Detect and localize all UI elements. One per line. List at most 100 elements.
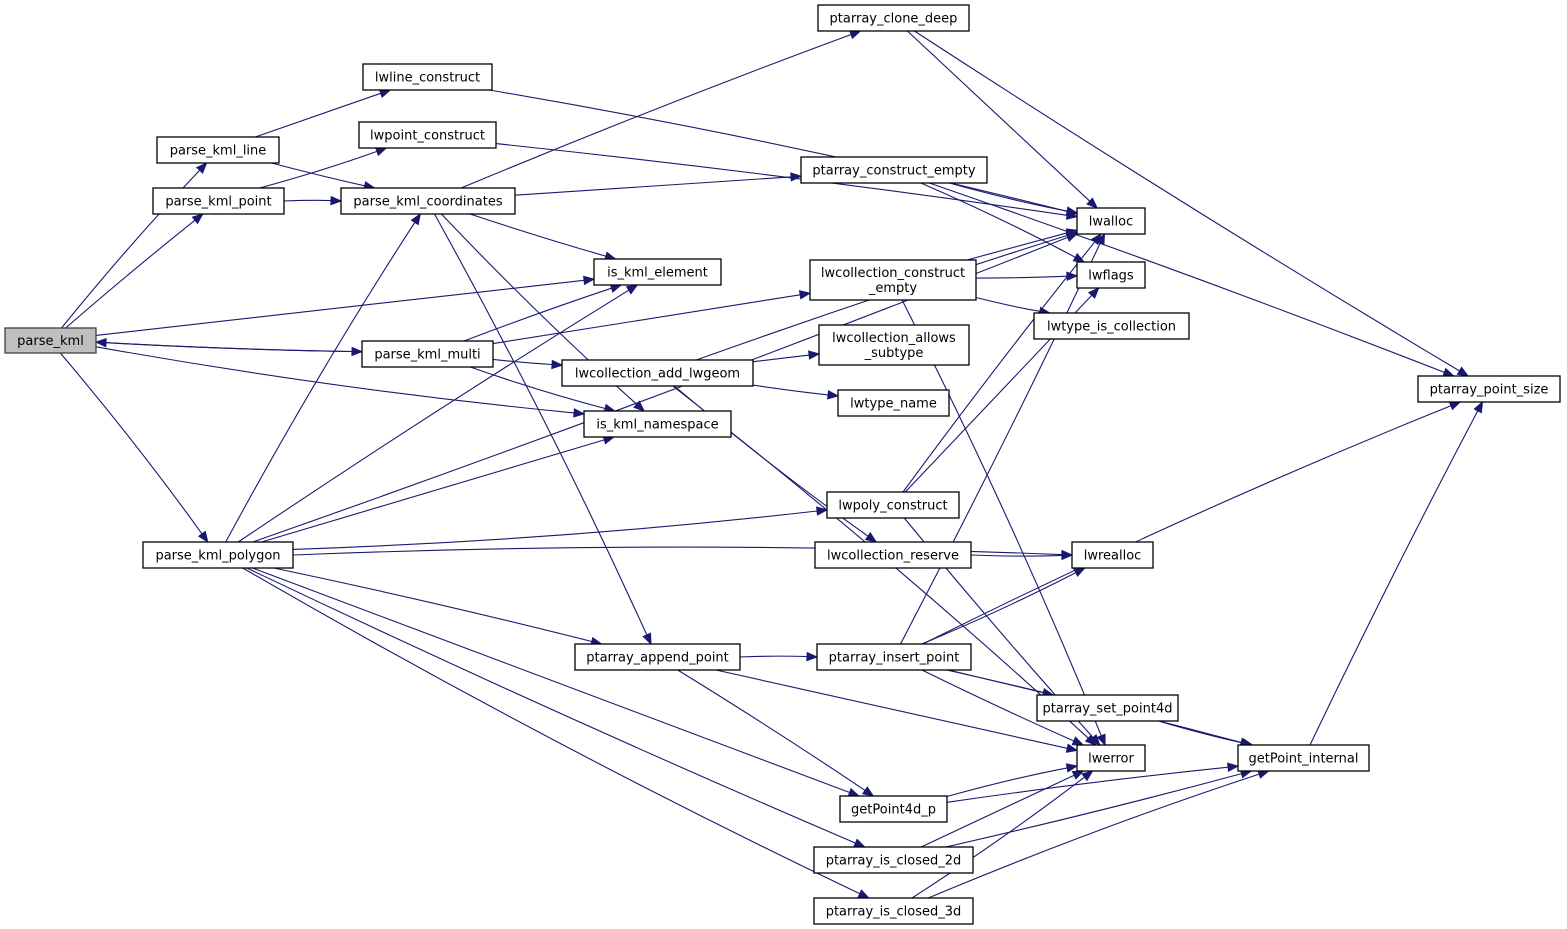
node-ptarray_point_size[interactable]: ptarray_point_size bbox=[1417, 375, 1561, 403]
node-label: lwcollection_construct bbox=[821, 266, 965, 281]
node-label: parse_kml_polygon bbox=[155, 549, 280, 564]
node-label: lwrealloc bbox=[1084, 549, 1142, 564]
node-label: ptarray_point_size bbox=[1430, 383, 1549, 398]
node-label: ptarray_insert_point bbox=[829, 651, 960, 666]
edge-line bbox=[255, 92, 381, 138]
node-label: lwflags bbox=[1088, 269, 1134, 284]
node-label: lwpoint_construct bbox=[370, 129, 485, 144]
node-parse_kml_coordinates[interactable]: parse_kml_coordinates bbox=[340, 187, 516, 215]
node-lwflags[interactable]: lwflags bbox=[1076, 261, 1146, 289]
node-ptarray_set_point4d[interactable]: ptarray_set_point4d bbox=[1036, 694, 1179, 722]
node-lwtype_is_collection[interactable]: lwtype_is_collection bbox=[1033, 312, 1190, 340]
edge-ptarray_clone_deep-to-ptarray_point_size bbox=[914, 30, 1470, 377]
node-label: lwpoly_construct bbox=[838, 499, 947, 514]
node-is_kml_element[interactable]: is_kml_element bbox=[593, 258, 722, 286]
node-ptarray_is_closed_2d[interactable]: ptarray_is_closed_2d bbox=[813, 846, 974, 874]
node-parse_kml_line[interactable]: parse_kml_line bbox=[156, 136, 280, 164]
arrowhead-icon bbox=[1086, 197, 1099, 209]
edge-ptarray_construct_empty-to-ptarray_point_size bbox=[929, 182, 1455, 377]
node-lwalloc[interactable]: lwalloc bbox=[1076, 207, 1146, 235]
edge-parse_kml-to-parse_kml_point bbox=[65, 213, 204, 329]
edge-line bbox=[271, 162, 365, 187]
node-ptarray_clone_deep[interactable]: ptarray_clone_deep bbox=[817, 4, 970, 32]
edge-line bbox=[434, 213, 648, 636]
node-box bbox=[142, 541, 294, 569]
node-box bbox=[358, 121, 497, 149]
node-lwcollection_add_lwgeom[interactable]: lwcollection_add_lwgeom bbox=[561, 359, 754, 387]
edge-line bbox=[921, 669, 1075, 742]
node-ptarray_construct_empty[interactable]: ptarray_construct_empty bbox=[800, 156, 988, 184]
node-box bbox=[362, 63, 493, 91]
node-lwpoint_construct[interactable]: lwpoint_construct bbox=[358, 121, 497, 149]
edge-ptarray_insert_point-to-ptarray_point_size bbox=[922, 401, 1462, 645]
edge-line bbox=[1158, 720, 1243, 744]
node-ptarray_is_closed_3d[interactable]: ptarray_is_closed_3d bbox=[813, 897, 974, 925]
edge-parse_kml_polygon-to-ptarray_is_closed_2d bbox=[246, 567, 866, 848]
node-label: lwcollection_add_lwgeom bbox=[575, 367, 740, 382]
edge-line bbox=[970, 554, 1063, 557]
edge-line bbox=[975, 275, 1068, 279]
node-ptarray_insert_point[interactable]: ptarray_insert_point bbox=[816, 643, 972, 671]
edge-ptarray_construct_empty-to-lwalloc bbox=[949, 182, 1079, 216]
edge-line bbox=[463, 287, 612, 342]
edge-line bbox=[949, 182, 1068, 212]
node-label: ptarray_is_closed_3d bbox=[826, 905, 962, 920]
edge-ptarray_append_point-to-lwerror bbox=[715, 669, 1079, 753]
edge-parse_kml_polygon-to-lwpoly_construct bbox=[292, 506, 829, 550]
node-label: lwerror bbox=[1088, 752, 1134, 767]
arrowhead-icon bbox=[1065, 206, 1079, 216]
edge-parse_kml_multi-to-lwcollection_construct_empty bbox=[492, 290, 812, 345]
edge-line bbox=[460, 33, 852, 189]
node-getPoint_internal[interactable]: getPoint_internal bbox=[1237, 744, 1370, 772]
node-lwrealloc[interactable]: lwrealloc bbox=[1071, 541, 1154, 569]
edge-line bbox=[273, 567, 592, 643]
edge-line bbox=[920, 182, 1076, 258]
node-getPoint4d_p[interactable]: getPoint4d_p bbox=[839, 795, 948, 823]
edge-line bbox=[237, 289, 630, 543]
edge-ptarray_is_closed_3d-to-getPoint_internal bbox=[928, 769, 1270, 899]
arrowhead-icon bbox=[1071, 736, 1085, 746]
node-is_kml_namespace[interactable]: is_kml_namespace bbox=[583, 410, 732, 438]
node-parse_kml_polygon[interactable]: parse_kml_polygon bbox=[142, 541, 294, 569]
edge-line bbox=[975, 296, 1040, 312]
node-parse_kml_point[interactable]: parse_kml_point bbox=[152, 187, 285, 215]
node-box bbox=[1071, 541, 1154, 569]
edge-parse_kml-to-is_kml_element bbox=[95, 275, 596, 336]
edge-lwpoint_construct-to-lwalloc bbox=[495, 143, 1079, 220]
edge-line bbox=[470, 366, 606, 410]
node-lwcollection_reserve[interactable]: lwcollection_reserve bbox=[814, 541, 972, 569]
edge-line bbox=[900, 242, 1101, 645]
edge-parse_kml_coordinates-to-ptarray_construct_empty bbox=[514, 172, 803, 196]
node-lwcollection_allows_subtype[interactable]: lwcollection_allows_subtype bbox=[818, 324, 970, 366]
arrowhead-icon bbox=[864, 532, 878, 543]
node-label: getPoint4d_p bbox=[851, 803, 936, 818]
node-box bbox=[1076, 744, 1146, 772]
node-lwpoly_construct[interactable]: lwpoly_construct bbox=[826, 491, 960, 519]
edge-line bbox=[752, 384, 829, 396]
node-label: ptarray_set_point4d bbox=[1043, 702, 1173, 717]
arrowhead-icon bbox=[410, 212, 422, 226]
node-box bbox=[839, 795, 948, 823]
edge-parse_kml_line-to-parse_kml_coordinates bbox=[271, 162, 376, 191]
edge-line bbox=[966, 232, 1068, 261]
node-label: lwcollection_reserve bbox=[827, 549, 959, 564]
node-parse_kml[interactable]: parse_kml bbox=[4, 327, 97, 354]
node-box bbox=[340, 187, 516, 215]
node-lwerror[interactable]: lwerror bbox=[1076, 744, 1146, 772]
edge-parse_kml_polygon-to-parse_kml_coordinates bbox=[225, 212, 422, 543]
edge-line bbox=[922, 405, 1452, 645]
node-lwtype_name[interactable]: lwtype_name bbox=[837, 389, 950, 417]
node-parse_kml_multi[interactable]: parse_kml_multi bbox=[361, 340, 494, 368]
node-box bbox=[826, 491, 960, 519]
node-ptarray_append_point[interactable]: ptarray_append_point bbox=[574, 643, 741, 671]
arrowhead-icon bbox=[633, 400, 646, 412]
edge-line bbox=[514, 176, 792, 196]
arrowhead-icon bbox=[1065, 763, 1079, 773]
node-lwline_construct[interactable]: lwline_construct bbox=[362, 63, 493, 91]
node-lwcollection_construct_empty[interactable]: lwcollection_construct_empty bbox=[809, 259, 977, 301]
edge-line bbox=[492, 358, 553, 366]
edge-line bbox=[492, 294, 801, 345]
arrowhead-icon bbox=[1227, 762, 1240, 772]
edge-parse_kml-to-is_kml_namespace bbox=[95, 346, 586, 418]
edge-ptarray_is_closed_3d-to-lwerror bbox=[911, 770, 1094, 899]
